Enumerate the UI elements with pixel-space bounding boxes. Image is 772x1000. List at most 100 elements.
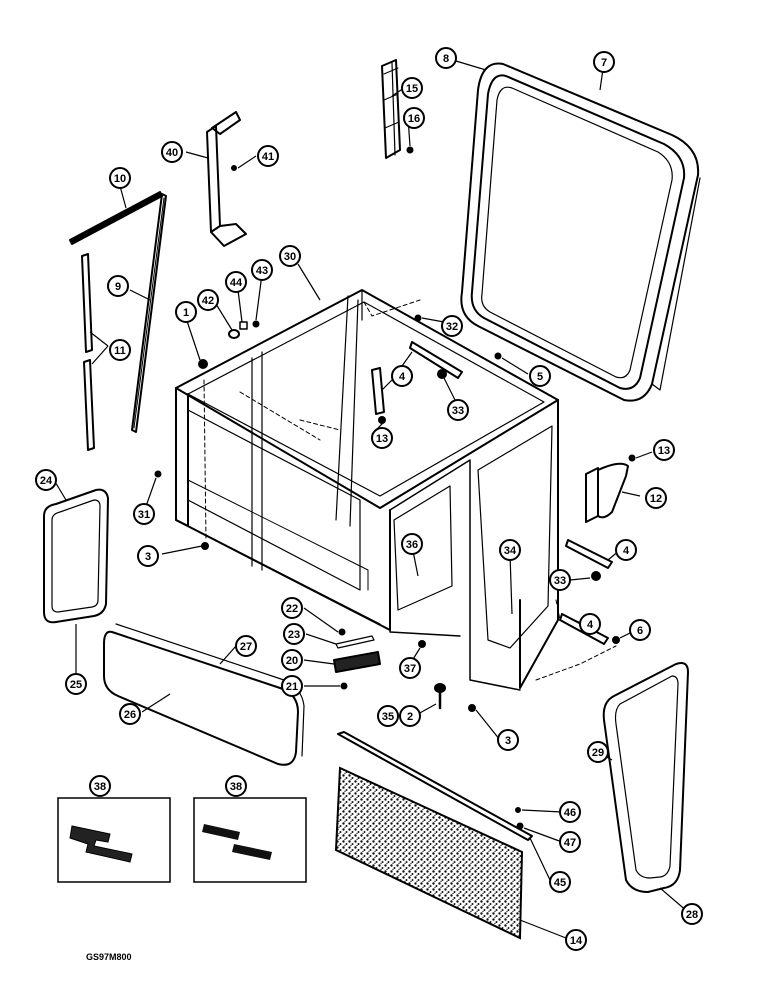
callout-circle-c5 (529, 365, 551, 387)
callout-label-c9: 9 (115, 281, 121, 293)
part-13-screw-top (378, 416, 386, 424)
callout-label-c21: 21 (286, 681, 298, 693)
callout-circle-c26 (119, 703, 141, 725)
callout-label-c32: 32 (446, 321, 458, 333)
part-2-bolt (434, 683, 446, 710)
callout-label-c33a: 33 (452, 405, 464, 417)
callout-circle-c10 (109, 167, 131, 189)
callout-label-c40: 40 (166, 147, 178, 159)
part-11-seal-strips (81, 253, 95, 451)
part-41-screw (231, 165, 237, 171)
callout-label-c30: 30 (284, 251, 296, 263)
callout-label-c44: 44 (230, 277, 243, 289)
part-33-nut-top (437, 369, 447, 379)
callout-circle-c1 (175, 301, 197, 323)
callout-circle-c20 (281, 649, 303, 671)
callout-label-c25: 25 (70, 679, 82, 691)
callout-label-c1: 1 (183, 307, 189, 319)
callout-label-c33b: 33 (554, 575, 566, 587)
cab-frame (175, 289, 559, 691)
part-9-seal-strip (131, 193, 167, 433)
callout-circle-c46 (559, 801, 581, 823)
callout-label-c6: 6 (637, 625, 643, 637)
callout-label-c13a: 13 (376, 433, 388, 445)
part-3-nut-lower (468, 704, 476, 712)
part-23-washer-plate (335, 635, 375, 649)
callout-circle-c4b (615, 539, 637, 561)
part-4-plate-top (409, 341, 463, 379)
callout-circle-c7 (593, 51, 615, 73)
callout-circle-c4a (391, 365, 413, 387)
callout-circle-c27 (235, 635, 257, 657)
callout-label-c4c: 4 (587, 619, 594, 631)
callout-circle-c23 (283, 623, 305, 645)
callout-label-c38a: 38 (94, 781, 106, 793)
hidden-lines-right (535, 599, 617, 681)
callout-label-c22: 22 (286, 603, 298, 615)
callout-circle-c42 (197, 289, 219, 311)
callout-label-c27: 27 (240, 641, 252, 653)
callout-label-c14: 14 (570, 935, 583, 947)
callout-label-c2: 2 (407, 711, 413, 723)
callout-label-c20: 20 (286, 655, 298, 667)
callout-label-c3a: 3 (145, 551, 151, 563)
callout-circle-c3b (497, 729, 519, 751)
callout-circle-c45 (549, 871, 571, 893)
callout-circle-c35 (377, 705, 399, 727)
callout-label-c15: 15 (406, 83, 418, 95)
callout-label-c29: 29 (592, 747, 604, 759)
callout-label-c28: 28 (686, 909, 698, 921)
part-1-nut (198, 359, 208, 369)
part-32-screw (414, 314, 422, 322)
callout-circle-c6 (629, 619, 651, 641)
callout-circle-c13b (653, 439, 675, 461)
callout-circle-c38b (225, 775, 247, 797)
callout-circle-c13a (371, 427, 393, 449)
callout-label-c7: 7 (601, 57, 607, 69)
callout-label-c43: 43 (256, 265, 268, 277)
top-window-glass (460, 62, 701, 402)
callout-circle-c41 (257, 145, 279, 167)
inset-box-38-left (57, 797, 171, 883)
callout-label-c37: 37 (404, 663, 416, 675)
callout-label-c5: 5 (537, 371, 543, 383)
callout-circle-c34 (499, 539, 521, 561)
callout-circle-c25 (65, 673, 87, 695)
callout-label-c10: 10 (114, 173, 126, 185)
callout-label-c31: 31 (138, 509, 150, 521)
callout-label-c23: 23 (288, 629, 300, 641)
callout-label-c3b: 3 (505, 735, 511, 747)
part-45-strip (337, 731, 533, 841)
callout-circle-c37 (399, 657, 421, 679)
part-15-bracket (381, 59, 401, 159)
part-40-bracket (206, 111, 247, 247)
left-window-24 (43, 488, 109, 624)
callout-circle-c33a (447, 399, 469, 421)
small-hardware-42-44-43 (228, 320, 260, 339)
part-21-screw (340, 682, 348, 690)
figure-code: GS97M800 (86, 952, 132, 962)
callout-label-c24: 24 (40, 475, 53, 487)
part-13-screw-right (628, 454, 636, 462)
part-33-nut-right (591, 571, 601, 581)
part-14-mesh-panel (334, 766, 524, 940)
callout-label-c12: 12 (650, 493, 662, 505)
part-3-nut-left (201, 542, 209, 550)
callout-circle-c31 (133, 503, 155, 525)
callout-circle-c22 (281, 597, 303, 619)
callout-circle-c33b (549, 569, 571, 591)
part-16-screw (406, 146, 414, 154)
part-46-screw (515, 807, 521, 813)
callout-label-c8: 8 (443, 53, 449, 65)
callout-circle-c8 (435, 47, 457, 69)
callout-circle-c14 (565, 929, 587, 951)
callout-label-c4b: 4 (623, 545, 630, 557)
callout-circle-c2 (399, 705, 421, 727)
callout-circle-c29 (587, 741, 609, 763)
callout-label-c26: 26 (124, 709, 136, 721)
callout-circle-c9 (107, 275, 129, 297)
callout-label-c16: 16 (408, 113, 420, 125)
